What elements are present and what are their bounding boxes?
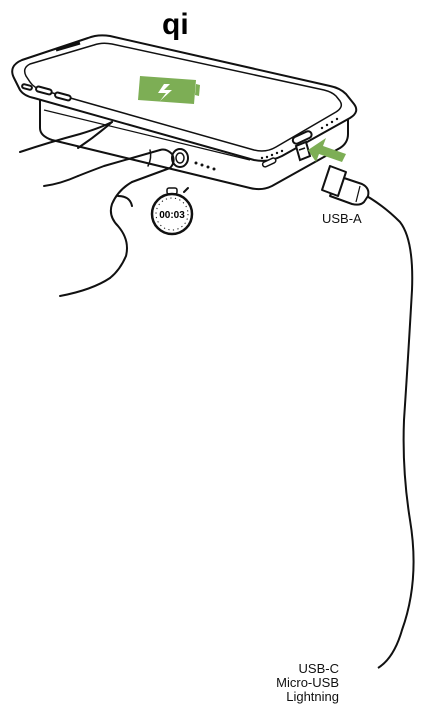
insert-arrow-top — [308, 138, 346, 162]
qi-logo: qi — [162, 8, 189, 41]
timer-readout: 00:03 — [159, 210, 185, 221]
stopwatch-icon: 00:03 — [150, 187, 194, 236]
charging-battery-icon — [138, 76, 200, 104]
usb-a-cable — [321, 165, 415, 669]
usb-c-label: USB-C — [298, 661, 339, 676]
qi-logo-text: qi — [162, 8, 189, 41]
press-button-hand — [19, 121, 175, 297]
micro-usb-label: Micro-USB — [276, 675, 339, 690]
powerbank-front — [171, 140, 312, 171]
usb-a-label: USB-A — [322, 211, 362, 226]
lightning-label: Lightning — [286, 689, 339, 704]
